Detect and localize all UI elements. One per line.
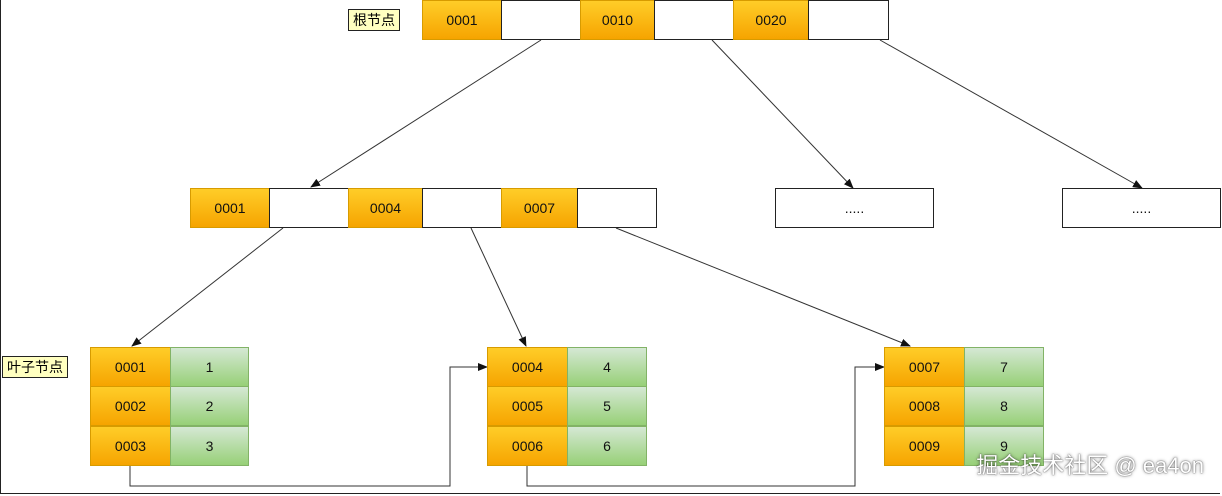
leaf2-value-2: 5 bbox=[567, 386, 647, 426]
internal-pointer-3 bbox=[577, 188, 657, 228]
watermark: 掘金技术社区 @ ea4on bbox=[976, 453, 1204, 478]
root-pointer-1 bbox=[501, 0, 581, 40]
leaf2-value-1: 4 bbox=[567, 347, 647, 387]
sibling-node-placeholder-2: ..... bbox=[1062, 188, 1221, 228]
internal-key-1: 0001 bbox=[190, 188, 270, 228]
leaf3-value-3: 9 bbox=[964, 426, 1044, 466]
root-key-1: 0001 bbox=[422, 0, 502, 40]
leaf1-key-3: 0003 bbox=[90, 426, 171, 466]
leaf2-key-3: 0006 bbox=[487, 426, 568, 466]
internal-pointer-2 bbox=[422, 188, 502, 228]
leaf3-key-2: 0008 bbox=[884, 386, 965, 426]
leaf1-value-1: 1 bbox=[170, 347, 249, 387]
internal-key-2: 0004 bbox=[348, 188, 423, 228]
internal-pointer-1 bbox=[269, 188, 349, 228]
root-key-2: 0010 bbox=[580, 0, 655, 40]
leaf-node-label: 叶子节点 bbox=[2, 356, 68, 378]
root-pointer-3 bbox=[808, 0, 889, 40]
edge-internal-to-leaf2 bbox=[470, 227, 527, 347]
root-node-label: 根节点 bbox=[348, 9, 400, 31]
leaf3-key-3: 0009 bbox=[884, 426, 965, 466]
leaf3-value-1: 7 bbox=[964, 347, 1044, 387]
leaf2-key-2: 0005 bbox=[487, 386, 568, 426]
leaf2-value-3: 6 bbox=[567, 426, 647, 466]
sibling-node-placeholder-1: ..... bbox=[775, 188, 934, 228]
root-pointer-2 bbox=[654, 0, 734, 40]
leaf2-key-1: 0004 bbox=[487, 347, 568, 387]
root-key-3: 0020 bbox=[733, 0, 809, 40]
leaf1-value-2: 2 bbox=[170, 386, 249, 426]
link-leaf1-to-leaf2 bbox=[129, 363, 488, 487]
leaf1-key-2: 0002 bbox=[90, 386, 171, 426]
edge-root-to-internal bbox=[310, 39, 542, 188]
internal-key-3: 0007 bbox=[501, 188, 578, 228]
edge-root-to-box2 bbox=[711, 39, 854, 189]
leaf3-value-2: 8 bbox=[964, 386, 1044, 426]
leaf1-key-1: 0001 bbox=[90, 347, 171, 387]
edge-root-to-box3 bbox=[879, 39, 1143, 189]
leaf3-key-1: 0007 bbox=[884, 347, 965, 387]
leaf1-value-3: 3 bbox=[170, 426, 249, 466]
link-leaf2-to-leaf3 bbox=[526, 363, 885, 487]
edge-internal-to-leaf3 bbox=[615, 227, 911, 347]
edge-internal-to-leaf1 bbox=[131, 227, 284, 347]
